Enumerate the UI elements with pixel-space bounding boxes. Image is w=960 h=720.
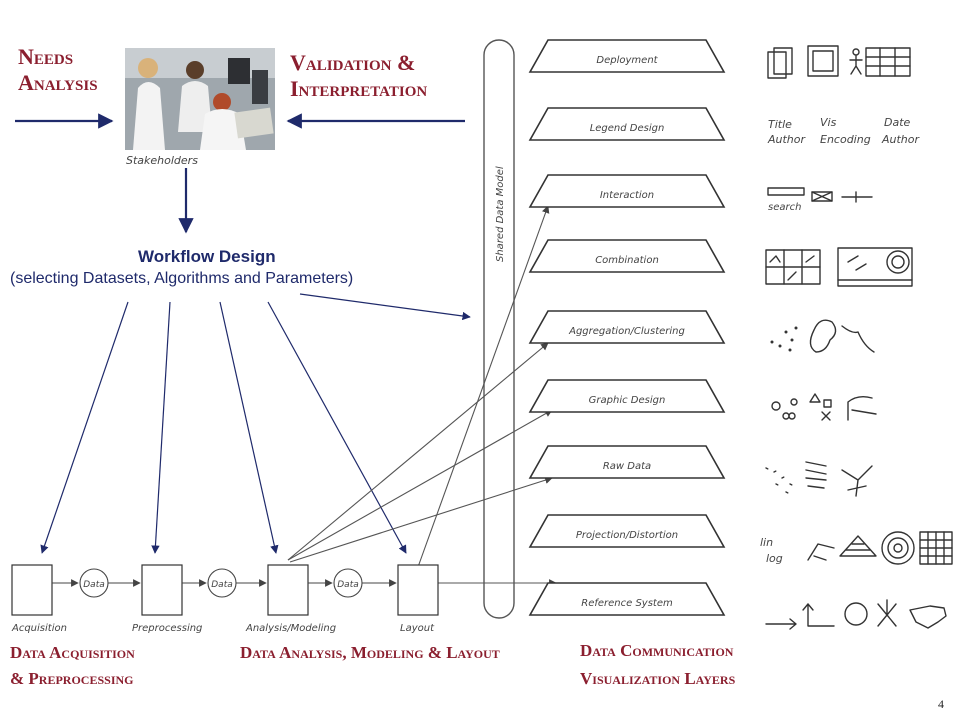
- stage-box-layout: [397, 564, 439, 616]
- communication-heading-line1: Data Communication: [580, 641, 734, 660]
- legend-sketch-author: Author: [767, 133, 807, 146]
- layer-shape-5: [528, 379, 726, 413]
- pipeline: Data Data Data Acquisition Preprocessing…: [11, 564, 439, 634]
- layer-label-6: Raw Data: [603, 461, 651, 472]
- search-sketch-label: search: [768, 202, 801, 213]
- validation-heading-line1: Validation &: [290, 50, 415, 75]
- shared-data-model-bar: [483, 39, 515, 619]
- stage-label-layout: Layout: [400, 623, 435, 634]
- map-sketch-icon: [909, 605, 947, 629]
- graphic-design-sketch: [771, 393, 877, 421]
- analysis-connectors: [287, 205, 557, 587]
- stage-box-acquisition: [11, 564, 53, 616]
- legend-sketch-author-2: Author: [881, 133, 921, 146]
- layer-shape-8: [528, 582, 726, 616]
- stage-box-preprocessing: [141, 564, 183, 616]
- workflow-to-acquisition-arrow: [40, 301, 129, 554]
- needs-heading-line2: Analysis: [18, 70, 98, 95]
- projection-sketch: lin log: [760, 531, 953, 565]
- legend-sketch-title: Title: [768, 118, 792, 131]
- shared-data-model-label: Shared Data Model: [495, 166, 506, 262]
- layer-shape-7: [528, 514, 726, 548]
- data-circle-2-label: Data: [211, 580, 233, 590]
- layer-label-3: Combination: [595, 255, 659, 266]
- data-circle-3-label: Data: [337, 580, 359, 590]
- layer-shape-0: [528, 39, 726, 73]
- workflow-to-layers-arrow: [299, 293, 471, 321]
- layer-label-7: Projection/Distortion: [576, 530, 678, 541]
- sketches: Title Vis Date Author Encoding Author se…: [760, 45, 953, 630]
- workflow-to-layout-arrow: [267, 301, 407, 554]
- layer-label-1: Legend Design: [590, 123, 665, 134]
- acquisition-heading-line2: & Preprocessing: [10, 669, 133, 688]
- needs-heading-line1: Needs: [18, 44, 73, 69]
- layer-label-5: Graphic Design: [589, 395, 666, 406]
- stakeholders-caption: Stakeholders: [126, 154, 198, 167]
- acquisition-heading-line1: Data Acquisition: [10, 643, 135, 662]
- stage-box-analysis: [267, 564, 309, 616]
- stakeholders-photo: [125, 48, 275, 150]
- projection-sketch-log: log: [766, 552, 783, 565]
- validation-heading-line2: Interpretation: [290, 76, 427, 101]
- combination-sketch: [765, 247, 913, 287]
- workflow-to-analysis-arrow: [219, 301, 279, 554]
- stage-label-preprocessing: Preprocessing: [132, 623, 202, 634]
- deployment-sketch-icon: [767, 45, 911, 79]
- legend-sketch-date: Date: [884, 116, 911, 129]
- raw-data-sketch: [765, 461, 873, 497]
- page-number: 4: [938, 697, 944, 711]
- layer-label-8: Reference System: [581, 598, 673, 609]
- layer-label-0: Deployment: [596, 55, 658, 66]
- aggregation-sketch: [770, 319, 875, 353]
- layer-shape-3: [528, 239, 726, 273]
- layer-shape-1: [528, 107, 726, 141]
- legend-sketch: Title Vis Date Author Encoding Author: [767, 116, 921, 146]
- legend-sketch-vis: Vis: [820, 116, 837, 129]
- layer-shape-2: [528, 174, 726, 208]
- arrow-sketch-icon: [765, 618, 797, 630]
- communication-heading-line2: Visualization Layers: [580, 669, 736, 688]
- workflow-to-preprocessing-arrow: [151, 301, 171, 554]
- legend-sketch-encoding: Encoding: [820, 133, 871, 146]
- circle-sketch-icon: [844, 602, 868, 626]
- analysis-heading: Data Analysis, Modeling & Layout: [240, 643, 500, 662]
- layer-shape-4: [528, 310, 726, 344]
- layer-label-2: Interaction: [600, 190, 654, 201]
- layer-shape-6: [528, 445, 726, 479]
- layer-label-4: Aggregation/Clustering: [568, 326, 685, 337]
- data-circle-1-label: Data: [83, 580, 105, 590]
- interaction-sketch: search: [767, 187, 873, 213]
- workflow-subtitle: (selecting Datasets, Algorithms and Para…: [10, 270, 353, 287]
- stage-label-analysis: Analysis/Modeling: [245, 623, 336, 634]
- workflow-title: Workflow Design: [138, 247, 276, 266]
- reference-system-sketch: [765, 599, 947, 630]
- slider-sketch-icon: [841, 191, 873, 203]
- stage-label-acquisition: Acquisition: [11, 623, 67, 634]
- projection-sketch-lin: lin: [760, 536, 773, 549]
